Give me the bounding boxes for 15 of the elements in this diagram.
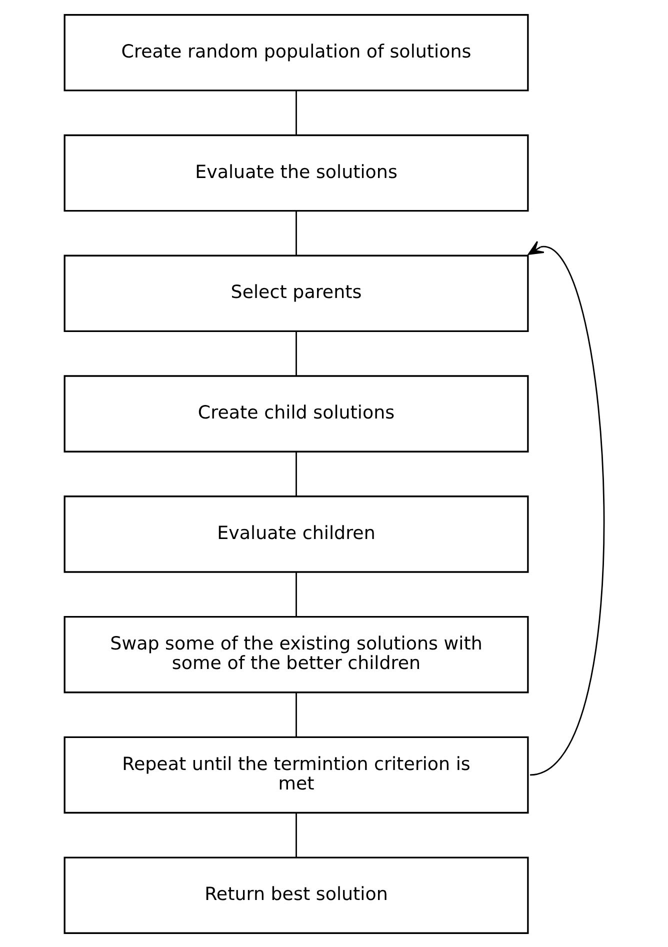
- node-box: Return best solution: [63, 856, 528, 934]
- node-box: Swap some of the existing solutions with some of the better children: [63, 615, 528, 693]
- node-box: Evaluate children: [63, 495, 528, 572]
- connector: [295, 812, 296, 857]
- connector: [295, 451, 296, 496]
- connector: [295, 330, 296, 376]
- connector: [295, 572, 296, 616]
- connector: [295, 210, 296, 255]
- node-box: Evaluate the solutions: [63, 134, 528, 212]
- node-box: Select parents: [63, 254, 528, 332]
- node-box: Create child solutions: [63, 374, 528, 452]
- node-box: Repeat until the termintion criterion is met: [63, 736, 528, 814]
- connector: [295, 90, 296, 135]
- node-box: Create random population of solutions: [63, 14, 528, 91]
- connector: [295, 692, 296, 737]
